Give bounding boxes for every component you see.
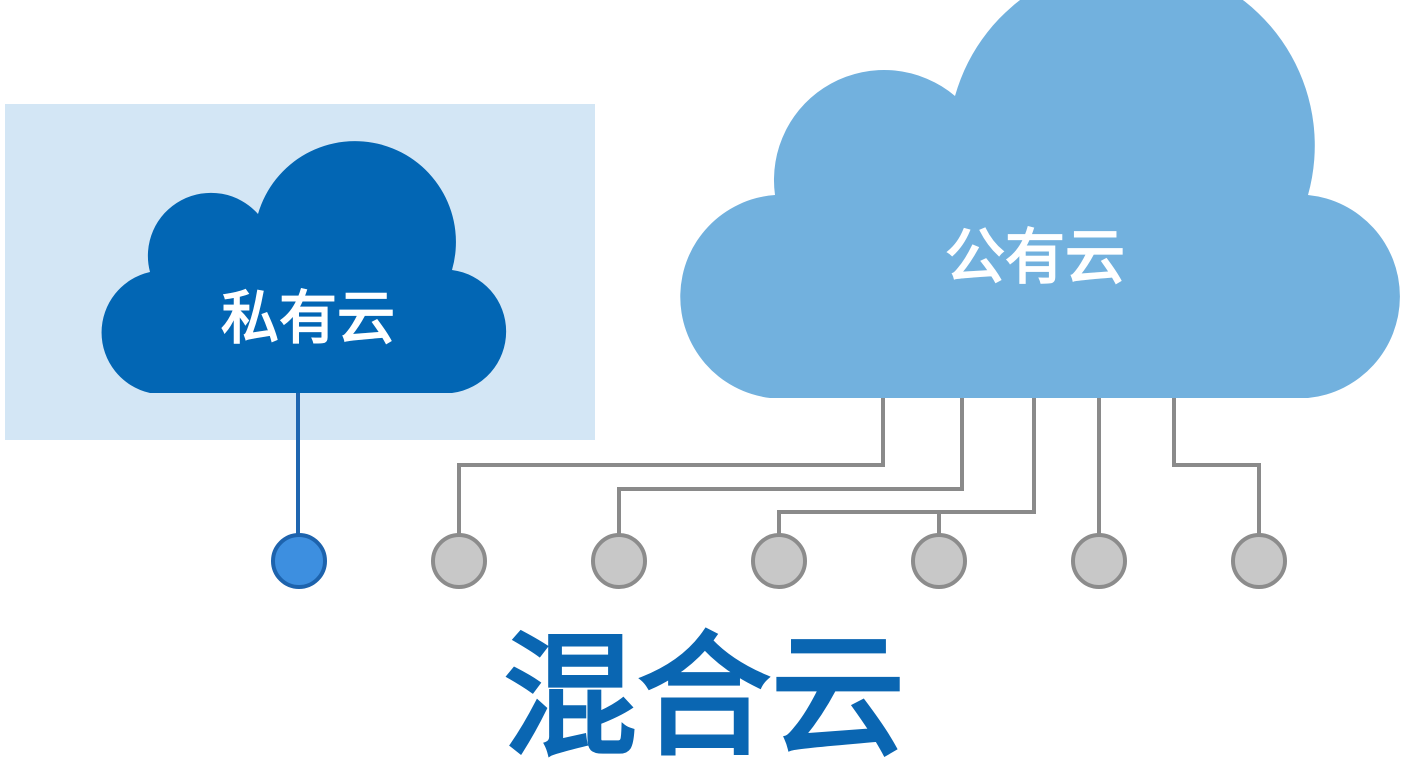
connector-node-4: [777, 398, 1036, 535]
node-5: [911, 533, 967, 589]
private-cloud-icon: [101, 141, 507, 393]
diagram-title: 混合云: [503, 619, 905, 768]
public-cloud-icon: [680, 0, 1400, 398]
private-cloud-label: 私有云: [221, 284, 395, 352]
public-cloud-label: 公有云: [945, 223, 1125, 293]
node-2: [431, 533, 487, 589]
public-cloud-connectors: [457, 398, 1261, 535]
connector-node-2: [457, 398, 885, 535]
connector-node-7: [1172, 398, 1261, 535]
node-3: [591, 533, 647, 589]
node-6: [1071, 533, 1127, 589]
node-7: [1231, 533, 1287, 589]
endpoint-nodes: [271, 533, 1287, 589]
node-1: [271, 533, 327, 589]
connector-node-3: [617, 398, 964, 535]
node-4: [751, 533, 807, 589]
